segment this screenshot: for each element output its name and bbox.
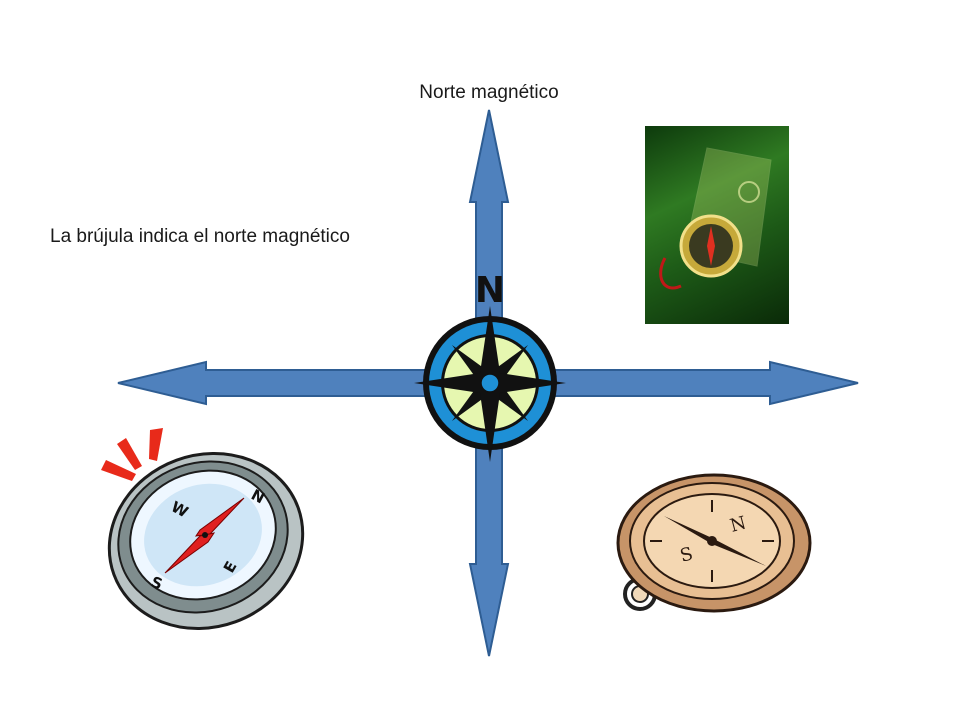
description-label: La brújula indica el norte magnético bbox=[50, 226, 350, 247]
compass-letter-w: W bbox=[168, 498, 191, 522]
pocket-letter-s: S bbox=[678, 543, 695, 566]
pocket-compass-icon: N S bbox=[616, 473, 812, 613]
compass-photo bbox=[645, 126, 789, 324]
pocket-letter-n: N bbox=[728, 512, 749, 536]
direction-arrows bbox=[117, 109, 859, 657]
needle-icon bbox=[194, 497, 245, 537]
north-magnetic-label: Norte magnético bbox=[419, 82, 559, 103]
compass-rose bbox=[414, 306, 566, 462]
baseplate-compass-icon bbox=[659, 147, 772, 290]
rose-center-dot bbox=[480, 373, 500, 393]
north-letter: N bbox=[474, 270, 506, 311]
alert-marks bbox=[101, 428, 163, 481]
cartoon-compass-icon: N E S W bbox=[101, 428, 305, 630]
